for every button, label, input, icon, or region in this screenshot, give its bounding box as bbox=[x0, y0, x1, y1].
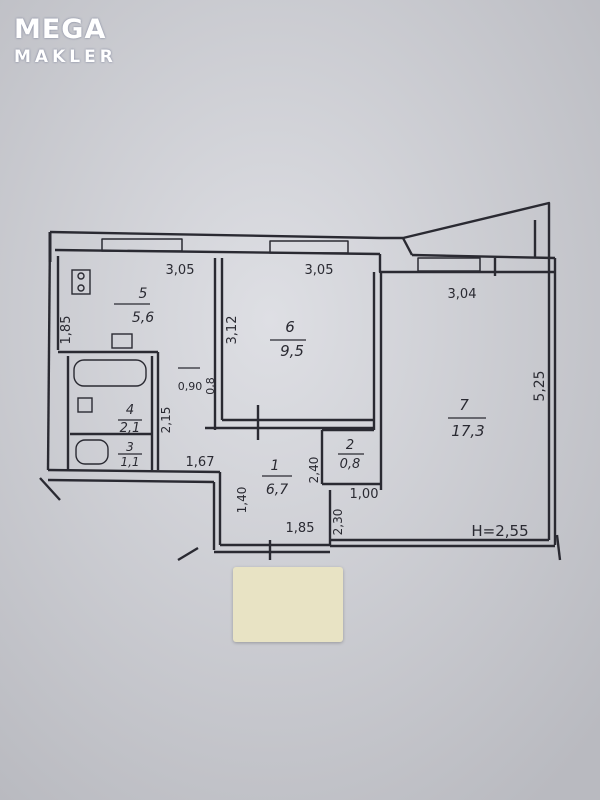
fixtures bbox=[71, 269, 147, 465]
dim-hall-185: 1,85 bbox=[286, 521, 315, 536]
watermark-logo: MEGA MAKLER bbox=[14, 16, 114, 68]
room-5-area: 5,6 bbox=[132, 310, 154, 326]
room-4-number: 4 bbox=[126, 403, 134, 418]
room-7-area: 17,3 bbox=[451, 422, 484, 440]
room-4-area: 2,1 bbox=[120, 421, 141, 436]
sticky-note bbox=[233, 567, 343, 642]
dim-bath-215: 2,15 bbox=[159, 407, 173, 434]
plan-walls bbox=[39, 201, 562, 562]
dim-room7-top: 3,04 bbox=[448, 287, 477, 302]
room-1-number: 1 bbox=[271, 458, 280, 474]
room-3-number: 3 bbox=[126, 440, 134, 454]
room-3-area: 1,1 bbox=[120, 455, 139, 469]
bathtub-icon bbox=[73, 359, 147, 387]
room-6-area: 9,5 bbox=[280, 342, 304, 360]
dim-small-08: 0,8 bbox=[204, 377, 217, 395]
dimension-lines bbox=[114, 303, 486, 477]
dim-closet-240: 2,40 bbox=[307, 457, 321, 484]
dim-closet-100: 1,00 bbox=[350, 487, 379, 502]
room-1-area: 6,7 bbox=[266, 482, 288, 498]
dim-room6-left: 3,12 bbox=[225, 316, 240, 345]
dim-hall-167: 1,67 bbox=[186, 455, 215, 470]
stove-icon bbox=[71, 269, 91, 295]
room-7-number: 7 bbox=[459, 396, 469, 414]
dim-kitchen-left: 1,85 bbox=[59, 316, 74, 345]
toilet-icon bbox=[75, 439, 109, 465]
dim-small-090: 0,90 bbox=[178, 380, 203, 393]
room-2-area: 0,8 bbox=[340, 457, 361, 472]
dim-hall-140: 1,40 bbox=[235, 487, 249, 514]
room-2-number: 2 bbox=[346, 438, 354, 453]
ceiling-height: H=2,55 bbox=[471, 522, 528, 540]
watermark-line2: MAKLER bbox=[14, 47, 117, 67]
dim-room7-right: 5,25 bbox=[532, 370, 548, 401]
dim-kitchen-top: 3,05 bbox=[166, 263, 195, 278]
dim-room6-top: 3,05 bbox=[305, 263, 334, 278]
watermark-line1: MEGA bbox=[14, 14, 107, 45]
washbasin-icon bbox=[77, 397, 93, 413]
room-5-number: 5 bbox=[139, 286, 148, 302]
sink-icon bbox=[111, 333, 133, 349]
room-6-number: 6 bbox=[285, 318, 295, 336]
dim-closet-230: 2,30 bbox=[331, 509, 345, 536]
